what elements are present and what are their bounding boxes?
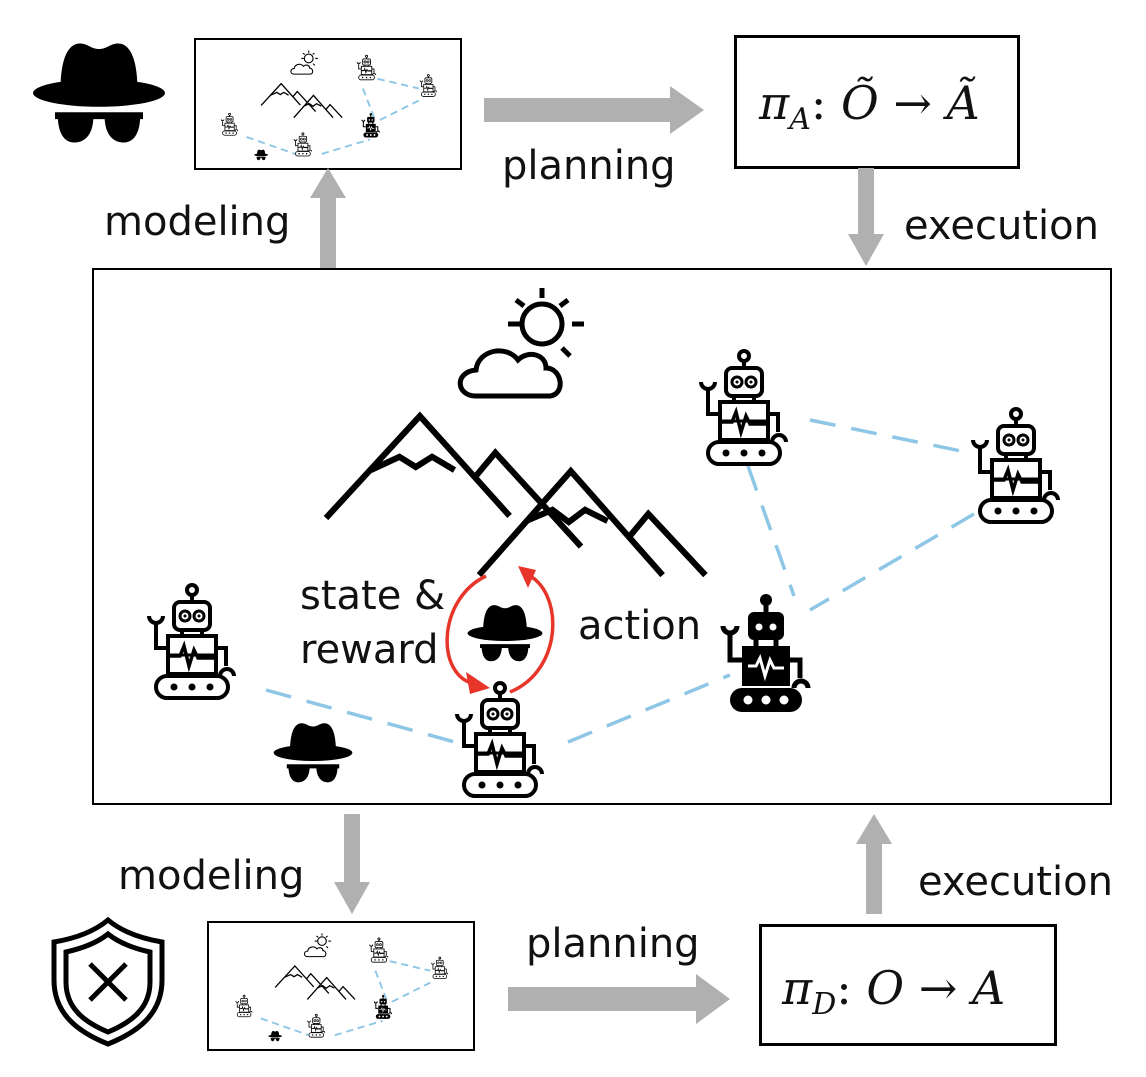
- policy-codomain: Ã: [946, 76, 980, 130]
- state-reward-arc: [445, 574, 487, 686]
- defender-policy-formula: πD: O → A: [782, 965, 1005, 1020]
- link-topright-to-farright: [809, 418, 967, 454]
- action-arc: [509, 572, 555, 694]
- state-arrowhead: [466, 672, 490, 694]
- robot-icon-center: [455, 681, 544, 798]
- policy-symbol: π: [759, 76, 790, 130]
- environment-thumbnail: [220, 50, 437, 161]
- planning-arrow-defender: [508, 974, 730, 1024]
- attacker-policy-box: πA: Õ → Ã: [734, 35, 1020, 169]
- thumbnail-links: [260, 960, 431, 1037]
- thumbnail-links: [246, 77, 420, 155]
- robot-icon-far-right: [971, 407, 1060, 524]
- policy-colon: :: [836, 961, 852, 1015]
- robot-icon-top-right: [699, 349, 788, 466]
- link-robot-left-to-center: [265, 688, 463, 746]
- link-topright-to-dark: [746, 465, 796, 597]
- policy-arrow: →: [893, 76, 932, 130]
- policy-colon: :: [810, 76, 827, 130]
- environment-thumbnail: [235, 932, 449, 1042]
- state-label: state &: [300, 573, 446, 619]
- interaction-cycle: [445, 572, 555, 694]
- environment-box: state & reward action: [92, 268, 1112, 805]
- modeling-arrow-defender: [334, 814, 370, 914]
- modeling-label-defender: modeling: [118, 853, 305, 899]
- robot-icon-dark: [723, 594, 808, 712]
- robot-icon-left: [147, 583, 236, 700]
- shield-x-icon: [51, 916, 165, 1047]
- policy-arrow: →: [918, 961, 958, 1015]
- spy-icon-center: [467, 605, 543, 662]
- policy-domain: O: [866, 961, 905, 1015]
- spy-icon: [33, 43, 165, 143]
- policy-domain: Õ: [841, 76, 879, 130]
- execution-arrow-defender: [856, 814, 892, 914]
- execution-label-attacker: execution: [904, 203, 1099, 249]
- modeling-arrow-attacker: [310, 168, 346, 268]
- mountains-icon: [326, 416, 705, 575]
- planning-label-defender: planning: [526, 921, 700, 967]
- sun-cloud-icon: [460, 288, 584, 396]
- execution-label-defender: execution: [918, 859, 1113, 905]
- spy-icon-small: [273, 723, 353, 783]
- attacker-model-thumbnail: [194, 38, 462, 170]
- reward-label: reward: [300, 627, 439, 673]
- planning-arrow-attacker: [484, 86, 704, 134]
- execution-arrow-attacker: [848, 168, 884, 266]
- modeling-label-attacker: modeling: [104, 199, 291, 245]
- action-arrowhead: [518, 566, 536, 588]
- environment-scene: [147, 270, 1060, 798]
- planning-label-attacker: planning: [502, 143, 676, 189]
- action-label: action: [578, 603, 702, 649]
- defender-model-thumbnail: [207, 921, 475, 1051]
- attacker-policy-formula: πA: Õ → Ã: [759, 80, 980, 135]
- policy-subscript: D: [812, 987, 837, 1022]
- link-farright-to-dark: [809, 512, 975, 612]
- policy-codomain: A: [971, 961, 1006, 1015]
- communication-links: [265, 418, 975, 746]
- defender-policy-box: πD: O → A: [759, 924, 1057, 1046]
- policy-symbol: π: [782, 961, 813, 1015]
- policy-subscript: A: [789, 102, 811, 137]
- link-center-to-dark: [567, 673, 731, 744]
